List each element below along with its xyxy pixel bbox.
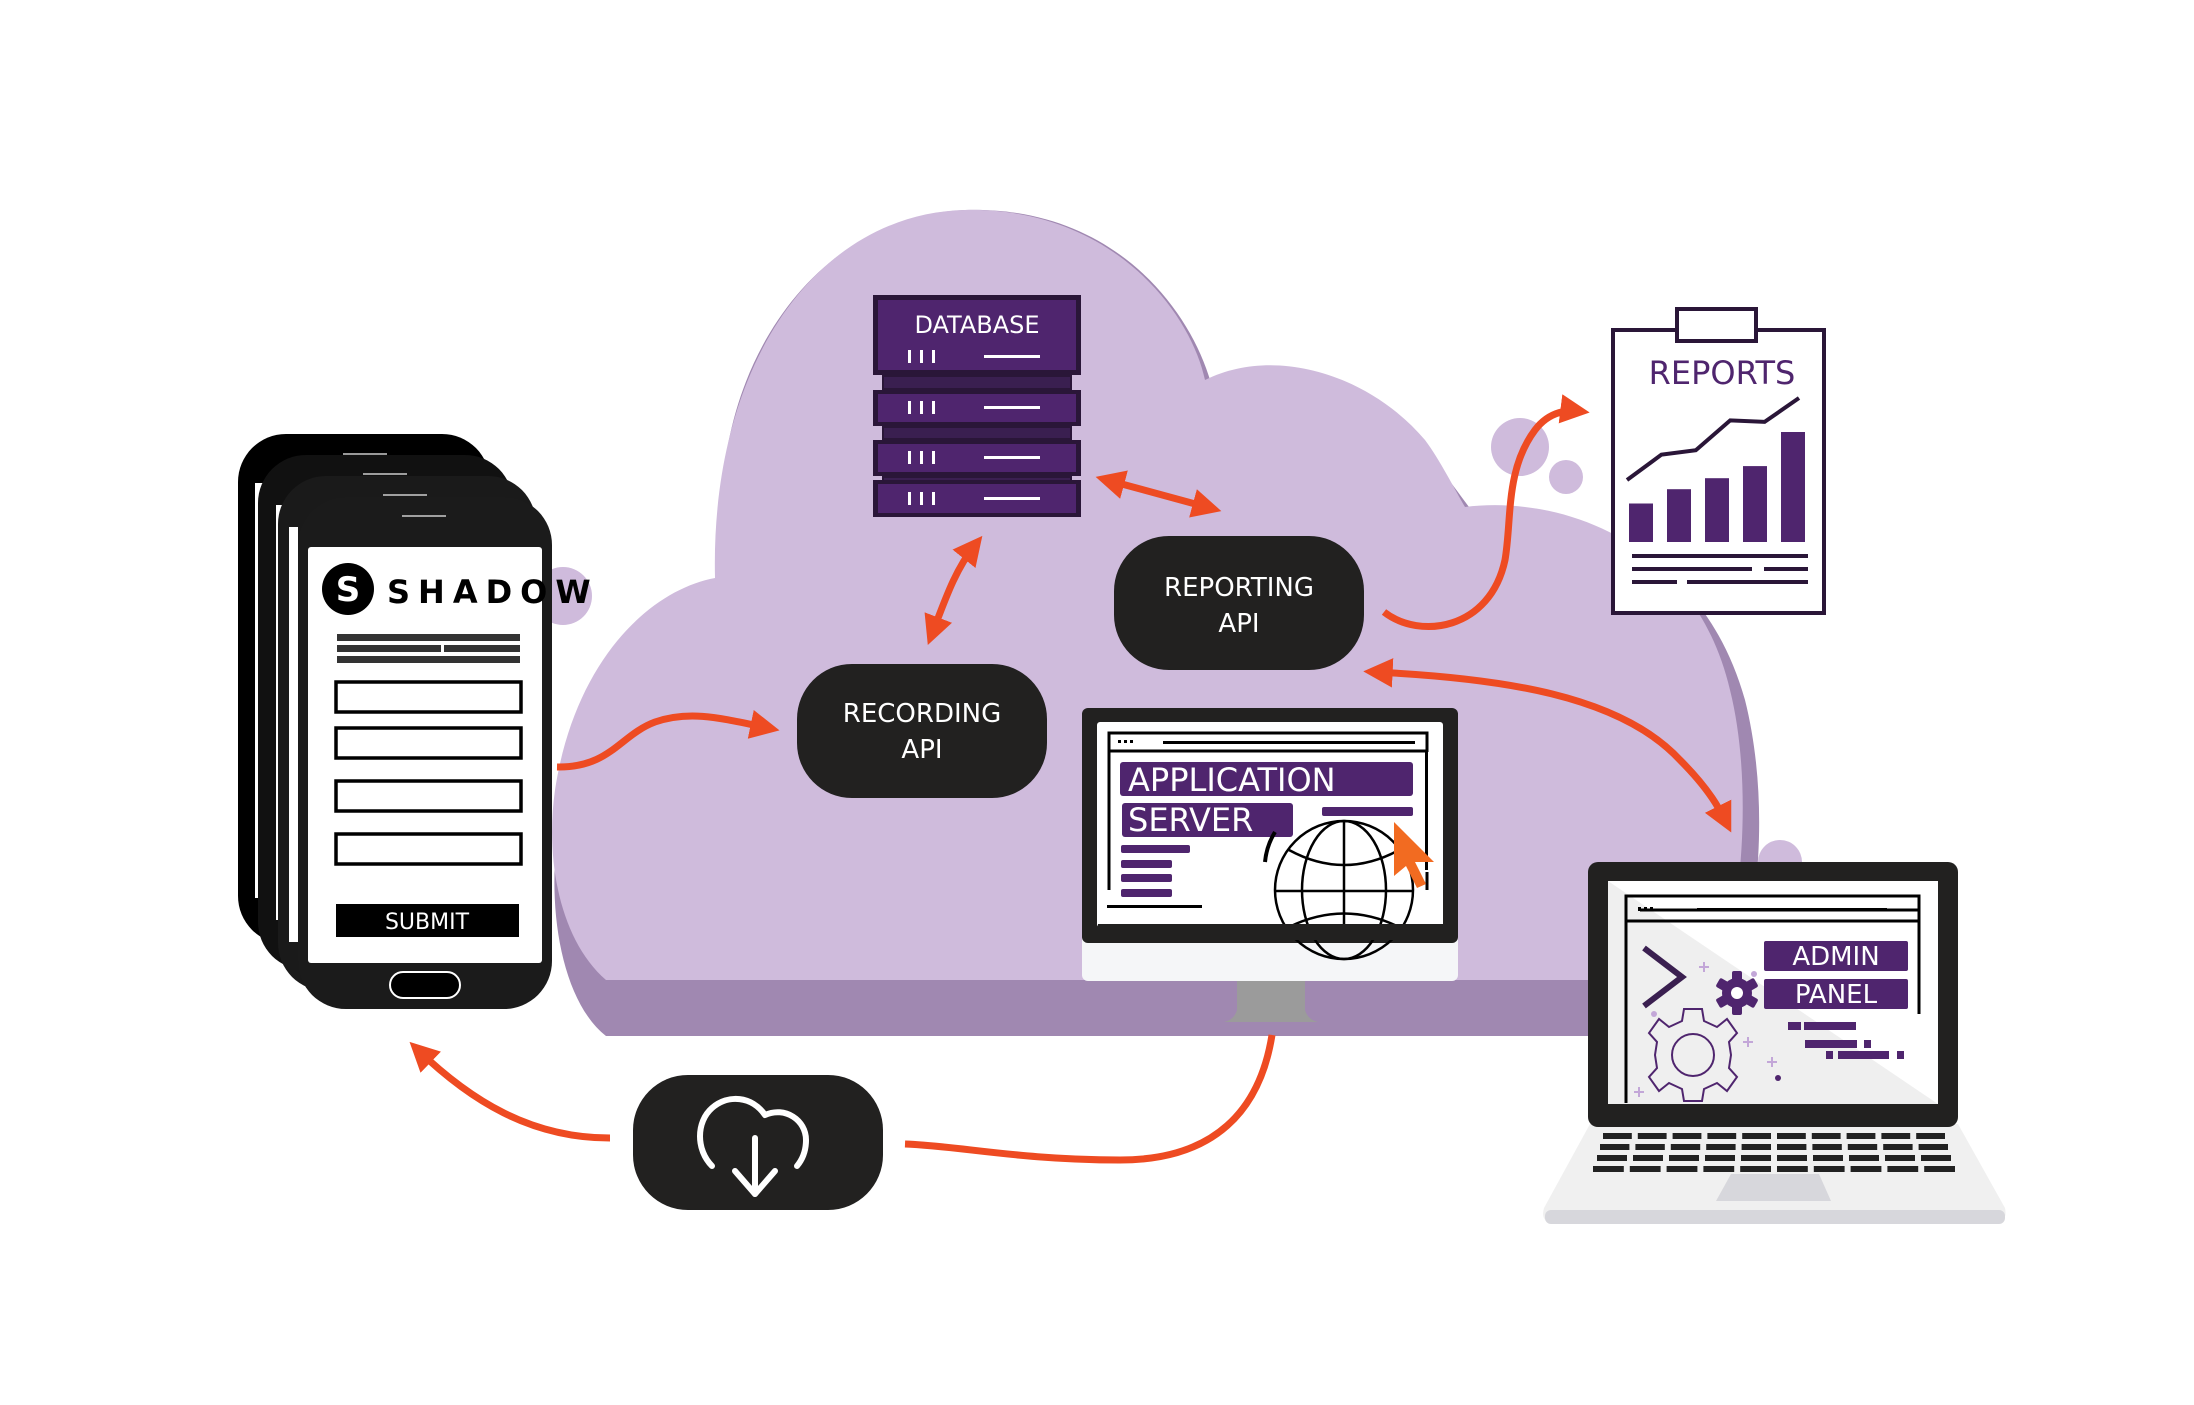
arrow-recording-database (924, 535, 983, 645)
admin-panel-node[interactable]: ADMIN PANEL (1543, 862, 2006, 1224)
keyboard-key (1777, 1144, 1807, 1150)
form-input-4[interactable] (334, 832, 523, 866)
keyboard-key (1707, 1133, 1737, 1139)
keyboard-key (1635, 1144, 1665, 1150)
keyboard-key (1924, 1166, 1955, 1172)
keyboard-key (1629, 1166, 1661, 1172)
globe-icon (1263, 819, 1415, 961)
keyboard-key (1849, 1155, 1879, 1161)
arrow-reporting-to-reports (1381, 394, 1590, 630)
keyboard-key (1603, 1133, 1632, 1139)
keyboard-key (1885, 1155, 1915, 1161)
logo-letter: S (336, 570, 361, 610)
gear-outline-icon (1647, 1008, 1739, 1102)
keyboard-key (1597, 1155, 1627, 1161)
keyboard-key (1703, 1166, 1735, 1172)
keyboard-key (1669, 1155, 1699, 1161)
keyboard-key (1883, 1144, 1913, 1150)
reporting-api-line2: API (1218, 609, 1259, 639)
keyboard-key (1705, 1155, 1735, 1161)
keyboard-key (1813, 1166, 1845, 1172)
reports-bar (1705, 478, 1729, 542)
keyboard-key (1593, 1166, 1624, 1172)
keyboard-key (1670, 1144, 1701, 1150)
keyboard-key (1740, 1166, 1771, 1172)
keyboard-key (1741, 1155, 1771, 1161)
download-node[interactable] (633, 1075, 883, 1210)
gear-icon (1716, 971, 1758, 1015)
keyboard-key (1850, 1166, 1882, 1172)
admin-line2: PANEL (1795, 980, 1878, 1010)
reports-chart (1625, 396, 1805, 542)
cursor-icon (1394, 822, 1434, 888)
trackpad (1716, 1174, 1831, 1201)
keyboard-key (1742, 1133, 1771, 1139)
home-button[interactable] (389, 971, 461, 999)
recording-api-line2: API (901, 735, 942, 765)
arrow-appserver-to-download (904, 1034, 1276, 1164)
terminal-prompt-icon (1642, 945, 1687, 1009)
keyboard-key (1881, 1133, 1911, 1139)
submit-label: SUBMIT (385, 910, 470, 935)
text-placeholder-lines (337, 634, 520, 663)
reports-node[interactable]: REPORTS (1611, 307, 1826, 615)
keyboard-key (1666, 1166, 1698, 1172)
form-input-3[interactable] (334, 779, 523, 813)
keyboard (1593, 1133, 1955, 1172)
keyboard-key (1637, 1133, 1667, 1139)
app-server-line1: APPLICATION (1128, 761, 1336, 799)
monitor-stand (1224, 980, 1318, 1022)
application-server-node[interactable]: APPLICATION SERVER (1082, 708, 1458, 1022)
brand-name: SHADOW (387, 573, 599, 611)
admin-line1: ADMIN (1792, 942, 1879, 972)
arrow-download-to-mobile (409, 1041, 611, 1142)
form-input-1[interactable] (334, 680, 523, 714)
recording-api-line1: RECORDING (843, 699, 1001, 729)
keyboard-key (1811, 1133, 1841, 1139)
keyboard-key (1847, 1144, 1878, 1150)
arrow-database-reporting (1095, 470, 1222, 518)
recording-api-node[interactable]: RECORDING API (797, 664, 1047, 798)
sparkle-decorations (1634, 962, 1781, 1097)
shadow-logo-icon (322, 563, 374, 615)
keyboard-key (1741, 1144, 1771, 1150)
code-lines (1788, 1022, 1904, 1059)
keyboard-key (1777, 1155, 1807, 1161)
keyboard-key (1813, 1155, 1843, 1161)
reports-bar (1629, 503, 1653, 542)
keyboard-key (1706, 1144, 1736, 1150)
keyboard-key (1600, 1144, 1630, 1150)
reporting-api-line1: REPORTING (1164, 573, 1314, 603)
keyboard-key (1921, 1155, 1951, 1161)
mobile-device-stack: S SHADOW SUBMIT (238, 434, 599, 1009)
keyboard-key (1812, 1144, 1842, 1150)
reports-bar (1781, 432, 1805, 542)
keyboard-key (1777, 1133, 1806, 1139)
arrow-mobile-to-recording (556, 710, 780, 771)
keyboard-key (1633, 1155, 1663, 1161)
submit-button[interactable]: SUBMIT (336, 904, 519, 937)
cloud-download-icon (697, 1095, 809, 1197)
reports-bar (1743, 466, 1767, 542)
connection-arrows (409, 394, 1732, 1164)
reporting-api-node[interactable]: REPORTING API (1114, 536, 1364, 670)
database-node[interactable]: DATABASE (873, 295, 1081, 517)
reports-trend-line (1625, 396, 1801, 482)
keyboard-key (1777, 1166, 1808, 1172)
keyboard-key (1672, 1133, 1702, 1139)
reports-bar (1667, 489, 1691, 542)
keyboard-key (1918, 1144, 1948, 1150)
reports-text-lines (1632, 554, 1808, 584)
cloud-bubble (1549, 460, 1583, 494)
reports-title: REPORTS (1649, 354, 1796, 392)
database-label: DATABASE (914, 311, 1039, 339)
keyboard-key (1887, 1166, 1919, 1172)
app-server-line2: SERVER (1128, 801, 1253, 839)
arrow-reporting-admin (1363, 658, 1732, 833)
keyboard-key (1916, 1133, 1945, 1139)
keyboard-key (1846, 1133, 1876, 1139)
form-input-2[interactable] (334, 726, 523, 760)
